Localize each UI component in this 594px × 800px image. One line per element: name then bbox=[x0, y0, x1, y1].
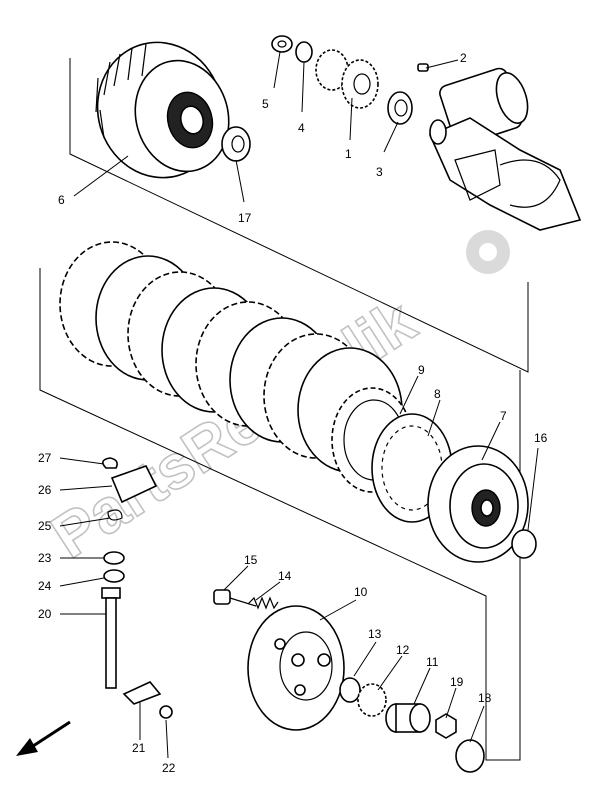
callout-8: 8 bbox=[434, 387, 441, 401]
callout-13: 13 bbox=[368, 627, 382, 641]
callout-22: 22 bbox=[162, 761, 176, 775]
callout-25: 25 bbox=[38, 519, 52, 533]
crankshaft-part bbox=[428, 67, 582, 231]
callout-labels: 1 2 3 4 5 6 7 8 9 10 11 12 13 14 15 16 1… bbox=[38, 51, 548, 775]
callout-12: 12 bbox=[396, 643, 410, 657]
bolt-and-spring bbox=[213, 589, 279, 610]
washer-13 bbox=[339, 677, 361, 703]
washer-4 bbox=[295, 41, 313, 63]
washer-3 bbox=[387, 91, 413, 125]
callout-16: 16 bbox=[534, 431, 548, 445]
pressure-plate bbox=[247, 605, 345, 731]
callout-2: 2 bbox=[460, 51, 467, 65]
callout-3: 3 bbox=[376, 165, 383, 179]
callout-23: 23 bbox=[38, 551, 52, 565]
leader-lines bbox=[59, 51, 539, 759]
callout-20: 20 bbox=[38, 607, 52, 621]
clutch-plate-stack bbox=[59, 241, 413, 493]
gear-icon bbox=[466, 230, 510, 274]
callout-14: 14 bbox=[278, 569, 292, 583]
primary-drive-gear bbox=[315, 49, 379, 109]
callout-18: 18 bbox=[478, 691, 492, 705]
callout-19: 19 bbox=[450, 675, 464, 689]
push-lever-assembly bbox=[101, 457, 173, 719]
upper-assembly-outline bbox=[69, 58, 529, 373]
callout-15: 15 bbox=[244, 553, 258, 567]
callout-7: 7 bbox=[500, 409, 507, 423]
circlip bbox=[511, 529, 537, 559]
callout-4: 4 bbox=[298, 121, 305, 135]
callout-26: 26 bbox=[38, 483, 52, 497]
callout-11: 11 bbox=[426, 655, 439, 669]
callout-9: 9 bbox=[418, 363, 425, 377]
callout-1: 1 bbox=[345, 147, 352, 161]
callout-10: 10 bbox=[354, 585, 368, 599]
lock-washer bbox=[455, 739, 485, 773]
callout-5: 5 bbox=[262, 97, 269, 111]
direction-arrow bbox=[16, 720, 71, 756]
bearing bbox=[357, 683, 387, 717]
callout-6: 6 bbox=[58, 193, 65, 207]
clutch-boss bbox=[427, 445, 529, 563]
clutch-housing bbox=[95, 41, 230, 179]
callout-17: 17 bbox=[238, 211, 252, 225]
thrust-washer bbox=[221, 126, 251, 162]
lock-nut bbox=[435, 713, 457, 739]
callout-27: 27 bbox=[38, 451, 52, 465]
lower-assembly-outline bbox=[39, 268, 521, 761]
callout-24: 24 bbox=[38, 579, 52, 593]
nut-5 bbox=[271, 35, 293, 53]
push-rod-end bbox=[385, 703, 431, 733]
callout-21: 21 bbox=[132, 741, 146, 755]
